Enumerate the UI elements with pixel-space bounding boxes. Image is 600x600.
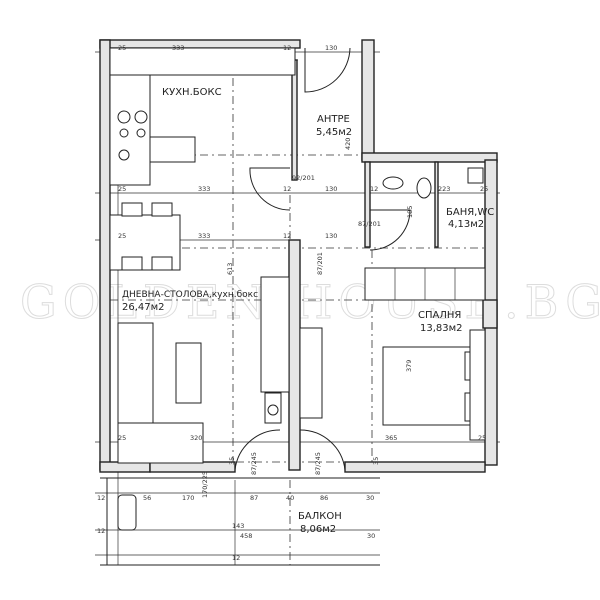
dim: 170/225 bbox=[201, 471, 209, 498]
balcony-outline bbox=[100, 477, 380, 566]
dim: 30 bbox=[367, 532, 375, 540]
hob-icon bbox=[117, 110, 131, 124]
dim: 12 bbox=[370, 185, 378, 193]
toilet-icon bbox=[416, 177, 432, 199]
dim: 87/245 bbox=[250, 452, 258, 475]
dim: 87/201 bbox=[358, 220, 381, 228]
dim: 25 bbox=[118, 232, 126, 240]
dim: 12 bbox=[232, 554, 240, 562]
room-hall-area: 5,45м2 bbox=[316, 127, 352, 138]
room-balcony-area: 8,06м2 bbox=[300, 524, 336, 535]
room-bath-area: 4,13м2 bbox=[448, 219, 484, 230]
dim: 130 bbox=[325, 44, 337, 52]
dim: 130 bbox=[325, 232, 337, 240]
dim: 35 bbox=[228, 457, 236, 465]
room-balcony-name: БАЛКОН bbox=[298, 511, 342, 522]
dim: 365 bbox=[385, 434, 397, 442]
dim: 12 bbox=[283, 44, 291, 52]
dim: 420 bbox=[344, 138, 352, 150]
dim: 12 bbox=[283, 232, 291, 240]
dim: 25 bbox=[118, 44, 126, 52]
balcony-seat bbox=[117, 494, 137, 531]
dim: 613 bbox=[226, 263, 234, 275]
dim: 170 bbox=[182, 494, 194, 502]
room-living-area: 26,47м2 bbox=[122, 302, 165, 313]
dim: 86 bbox=[320, 494, 328, 502]
dim: 25 bbox=[118, 434, 126, 442]
dim: 40 bbox=[286, 494, 294, 502]
dim: 130 bbox=[325, 185, 337, 193]
furniture bbox=[109, 47, 486, 531]
coffee-table bbox=[175, 342, 202, 404]
dim: 87/245 bbox=[314, 452, 322, 475]
dim: 92/201 bbox=[292, 174, 315, 182]
dim: 333 bbox=[172, 44, 184, 52]
room-hall-name: АНТРЕ bbox=[317, 114, 350, 125]
dim: 379 bbox=[405, 360, 413, 372]
dim: 223 bbox=[438, 185, 450, 193]
dim: 333 bbox=[198, 185, 210, 193]
kitchen-counter bbox=[109, 47, 296, 76]
dim: 458 bbox=[240, 532, 252, 540]
room-living-name: ДНЕВНА-СТОЛОВА,кухн.бокс bbox=[122, 290, 258, 300]
dim: 87/201 bbox=[316, 252, 324, 275]
kitchen-island bbox=[149, 136, 196, 163]
room-labels: КУХН.БОКС АНТРЕ 5,45м2 БАНЯ,WC 4,13м2 ДН… bbox=[122, 87, 494, 535]
dim: 12 bbox=[97, 527, 105, 535]
dim: 25 bbox=[118, 185, 126, 193]
walls bbox=[99, 39, 498, 473]
dim: 12 bbox=[283, 185, 291, 193]
sofa bbox=[117, 322, 154, 434]
room-bedroom-name: СПАЛНЯ bbox=[418, 310, 461, 321]
dim: 87 bbox=[250, 494, 258, 502]
watermark: GOLDEN HOUSE.BG bbox=[20, 275, 600, 329]
sink-icon bbox=[382, 176, 404, 190]
dim: 143 bbox=[232, 522, 244, 530]
dimension-labels: 25 333 12 130 25 333 12 130 12 223 25 25… bbox=[97, 44, 488, 562]
dim: 56 bbox=[143, 494, 151, 502]
dim: 12 bbox=[97, 494, 105, 502]
dim: 25 bbox=[478, 434, 486, 442]
dim: 185 bbox=[406, 206, 414, 218]
dim: 320 bbox=[190, 434, 202, 442]
room-bath-name: БАНЯ,WC bbox=[446, 207, 494, 218]
doors bbox=[234, 47, 411, 471]
dim: 35 bbox=[372, 457, 380, 465]
room-kitchen-name: КУХН.БОКС bbox=[162, 87, 222, 98]
dim: 333 bbox=[198, 232, 210, 240]
dim: 30 bbox=[366, 494, 374, 502]
room-bedroom-area: 13,83м2 bbox=[420, 323, 463, 334]
dim: 25 bbox=[480, 185, 488, 193]
tv-unit bbox=[260, 276, 290, 393]
